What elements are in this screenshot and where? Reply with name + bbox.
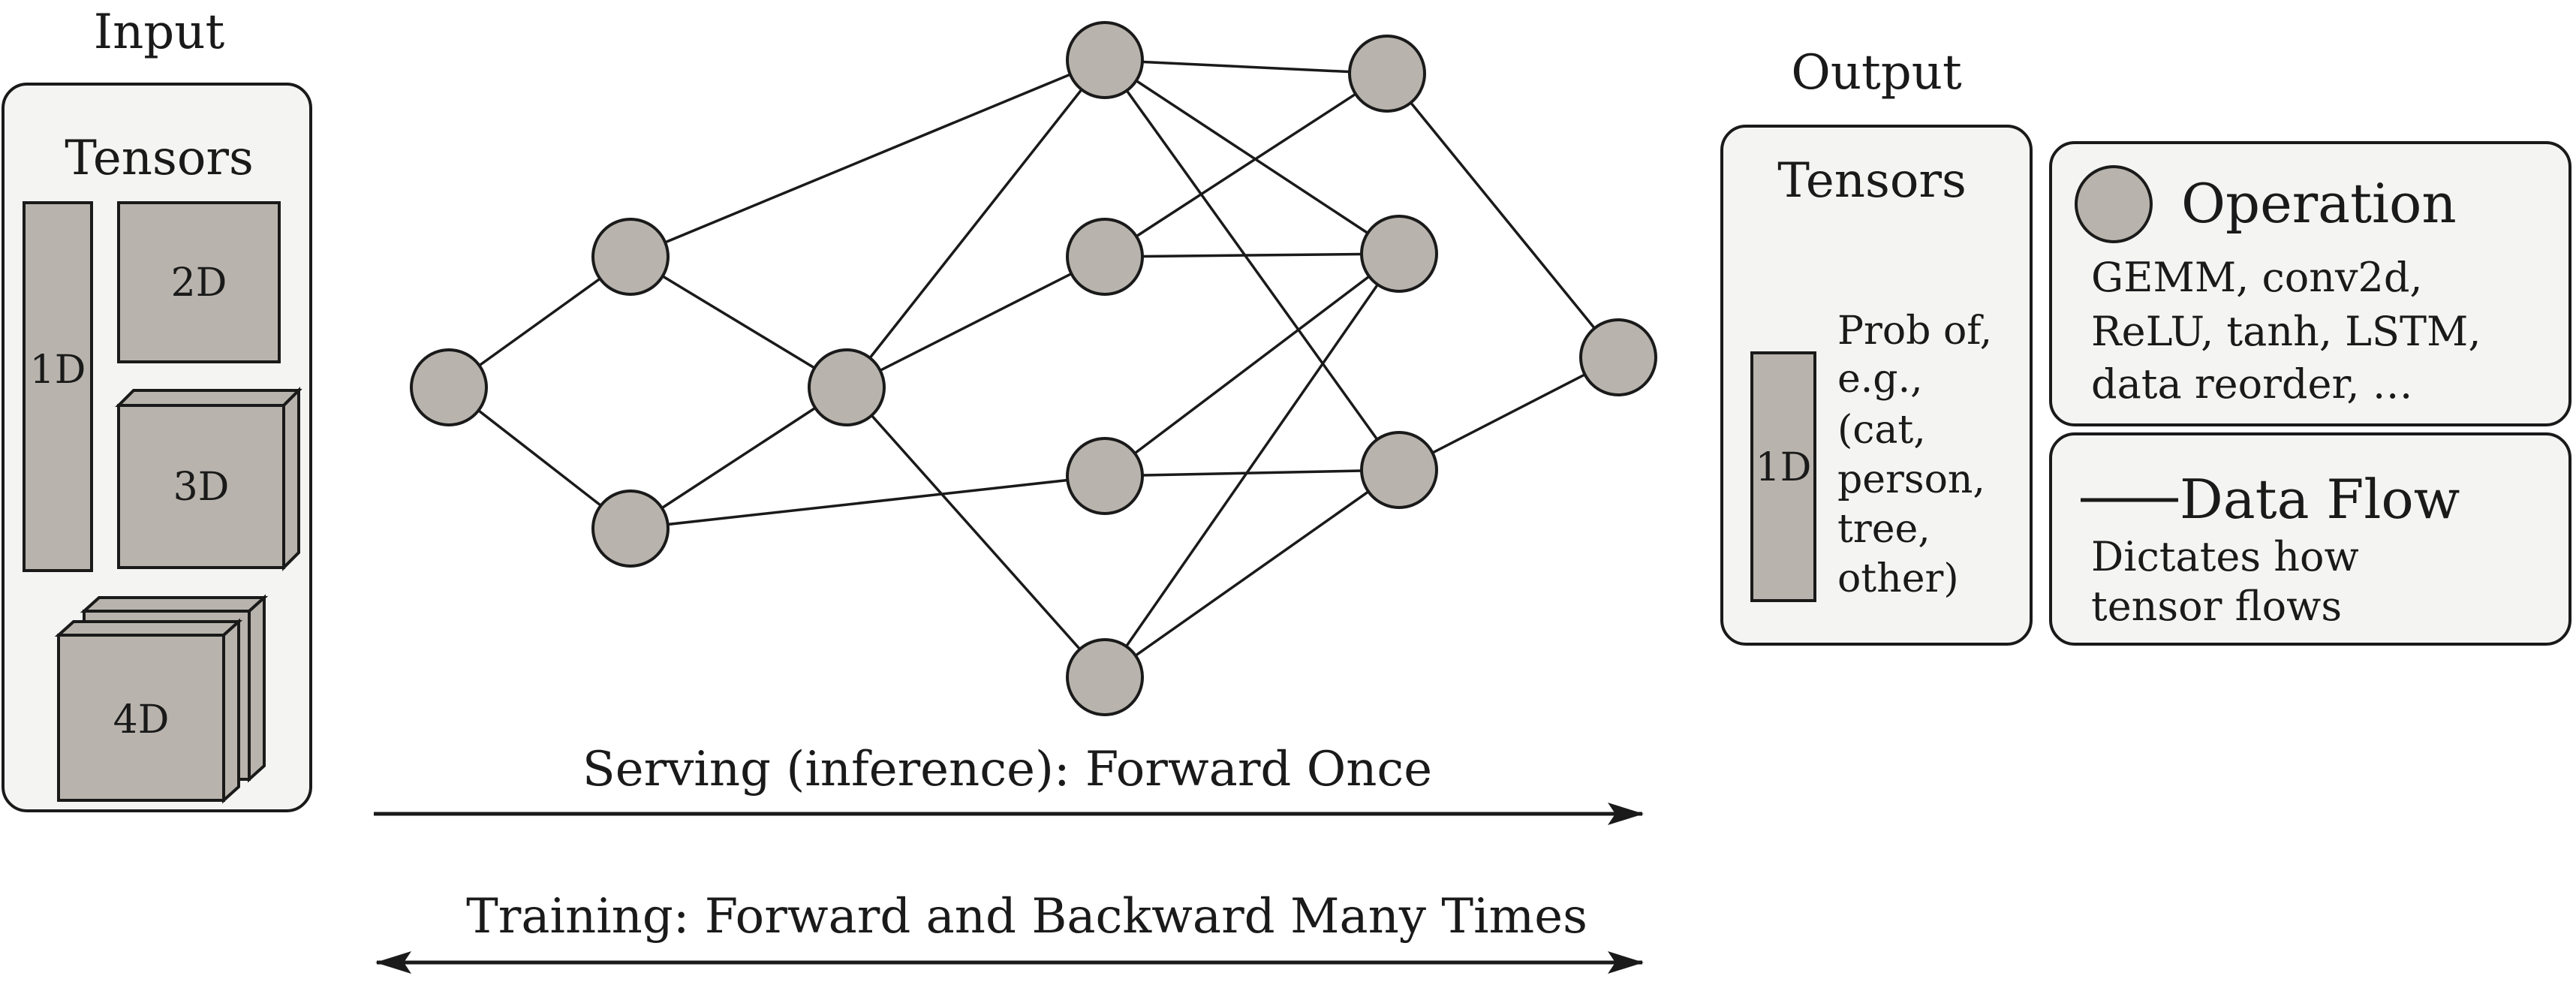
legend-operation-box bbox=[2049, 141, 2571, 426]
operation-node-icon bbox=[2075, 165, 2153, 243]
operation-node-d1 bbox=[1066, 21, 1144, 99]
prob-line-2: e.g., bbox=[1837, 357, 1923, 402]
dataflow-line-1: Dictates how bbox=[2091, 533, 2359, 580]
dataflow-edge-c-d4 bbox=[845, 386, 1106, 679]
serving-arrow-group: Serving (inference): Forward Once bbox=[374, 742, 1644, 825]
operation-node-d2 bbox=[1066, 218, 1144, 296]
dataflow-edge-b2-c bbox=[630, 386, 847, 530]
input-tensor-2d: 2D bbox=[117, 201, 281, 363]
dataflow-edge-d3-e3 bbox=[1104, 468, 1400, 477]
serving-label: Serving (inference): Forward Once bbox=[582, 742, 1432, 797]
dataflow-edge-d4-e2 bbox=[1103, 253, 1401, 678]
operation-node-b1 bbox=[591, 218, 670, 296]
legend-operation: Operation GEMM, conv2d, ReLU, tanh, LSTM… bbox=[2049, 141, 2571, 426]
svg-text:3D: 3D bbox=[173, 465, 230, 510]
svg-text:2D: 2D bbox=[171, 261, 227, 306]
operation-line-3: data reorder, … bbox=[2091, 360, 2413, 408]
dataflow-edge-e1-f bbox=[1386, 72, 1620, 359]
dataflow-edge-d4-e3 bbox=[1103, 468, 1401, 679]
dataflow-line-2: tensor flows bbox=[2091, 583, 2342, 630]
input-tensor-4d: 4D bbox=[54, 594, 269, 804]
legend-dataflow-box bbox=[2049, 432, 2571, 646]
dataflow-edge-d1-e3 bbox=[1103, 59, 1401, 471]
operation-node-e2 bbox=[1360, 215, 1438, 293]
operation-node-b2 bbox=[591, 489, 670, 568]
output-prob-text: Prob of, e.g., (cat, person, tree, other… bbox=[1837, 309, 1992, 601]
dataflow-edge-c-d1 bbox=[845, 59, 1106, 389]
dataflow-edge-d1-e1 bbox=[1104, 59, 1388, 75]
operation-node-f bbox=[1579, 318, 1657, 396]
dataflow-title: Data Flow bbox=[2180, 468, 2460, 531]
input-panel: Input Tensors 1D 2D 3D 4D bbox=[2, 5, 312, 812]
dataflow-edge-b2-d3 bbox=[630, 474, 1106, 530]
dataflow-edge-d1-e2 bbox=[1104, 59, 1400, 255]
svg-text:4D: 4D bbox=[113, 697, 170, 743]
svg-text:1D: 1D bbox=[30, 348, 86, 393]
operation-node-a bbox=[410, 348, 488, 426]
graph-edges bbox=[447, 59, 1620, 679]
output-tensor-1d: 1D bbox=[1750, 351, 1816, 602]
input-tensor-1d: 1D bbox=[23, 201, 93, 572]
input-tensors-label: Tensors bbox=[65, 131, 254, 186]
operation-node-c bbox=[808, 348, 886, 426]
operation-node-e3 bbox=[1360, 431, 1438, 509]
graph-nodes bbox=[410, 21, 1657, 716]
operation-line-1: GEMM, conv2d, bbox=[2091, 254, 2423, 301]
dataflow-edge-c-d2 bbox=[846, 255, 1106, 389]
prob-line-4: person, bbox=[1837, 457, 1985, 502]
dataflow-edge-b1-d1 bbox=[630, 59, 1106, 258]
operation-node-d3 bbox=[1066, 437, 1144, 515]
dataflow-edge-d2-e2 bbox=[1104, 252, 1400, 258]
operation-title: Operation bbox=[2181, 172, 2457, 235]
prob-line-6: other) bbox=[1837, 556, 1959, 601]
input-title: Input bbox=[94, 5, 225, 60]
training-label: Training: Forward and Backward Many Time… bbox=[466, 889, 1587, 944]
legend-dataflow: Data Flow Dictates how tensor flows bbox=[2049, 432, 2571, 646]
dataflow-edge-d2-e1 bbox=[1104, 72, 1388, 258]
training-arrow-group: Training: Forward and Backward Many Time… bbox=[375, 889, 1644, 974]
output-panel: Output Tensors 1D Prob of, e.g., (cat, p… bbox=[1720, 45, 2033, 646]
prob-line-3: (cat, bbox=[1837, 408, 1926, 453]
operation-node-e1 bbox=[1348, 35, 1426, 113]
output-tensors-label: Tensors bbox=[1777, 153, 1967, 209]
input-tensor-3d: 3D bbox=[115, 387, 302, 571]
prob-line-1: Prob of, bbox=[1837, 309, 1992, 354]
operation-node-d4 bbox=[1066, 638, 1144, 716]
prob-line-5: tree, bbox=[1837, 507, 1930, 552]
svg-text:1D: 1D bbox=[1756, 445, 1812, 490]
dataflow-edge-b1-c bbox=[630, 255, 847, 389]
dataflow-edge-d3-e2 bbox=[1103, 252, 1401, 477]
output-title: Output bbox=[1791, 45, 1962, 101]
operation-line-2: ReLU, tanh, LSTM, bbox=[2091, 308, 2481, 355]
dataflow-edge-e3-f bbox=[1398, 356, 1619, 471]
